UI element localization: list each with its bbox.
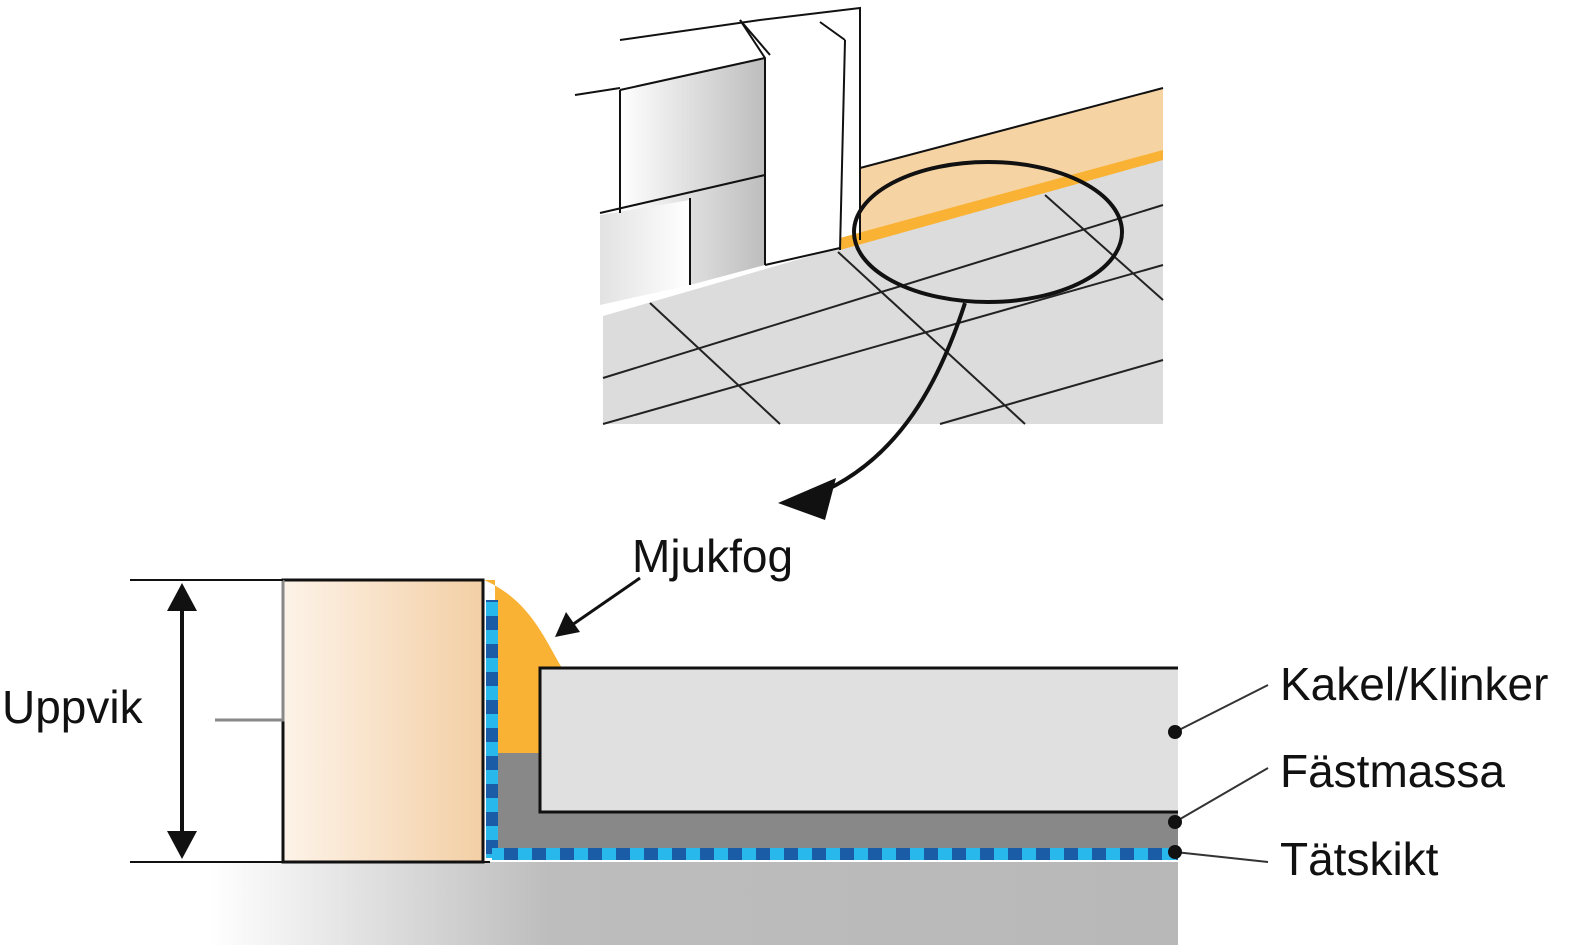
leader-dot-icon — [1168, 815, 1182, 829]
leader-dot-icon — [1168, 725, 1182, 739]
membrane-horizontal — [492, 848, 1178, 860]
membrane-vertical — [486, 600, 498, 858]
wall-column-lower — [600, 200, 690, 305]
floor-tiles — [603, 144, 1163, 424]
label-tile: Kakel/Klinker — [1280, 658, 1548, 710]
wall-sealant-strip — [840, 150, 1163, 250]
right-leaders — [1174, 684, 1269, 863]
label-adhesive: Fästmassa — [1280, 745, 1505, 797]
tile-joints — [602, 194, 1164, 425]
label-soft-joint: Mjukfog — [632, 530, 793, 582]
wall-column-front — [620, 58, 765, 285]
double-headed-arrow-icon — [167, 583, 197, 859]
leader-dot-icon — [1168, 845, 1182, 859]
cross-section-detail: Mjukfog Uppvik Kakel/Klinker Fästmassa T… — [2, 530, 1548, 945]
soft-joint-sealant — [484, 580, 562, 753]
substrate — [210, 862, 1178, 945]
wall-block — [281, 578, 485, 864]
label-upturn: Uppvik — [2, 681, 144, 733]
curved-arrow-icon — [778, 302, 967, 520]
detail-highlight-ellipse — [852, 160, 1124, 304]
tile-layer — [540, 668, 1178, 812]
soft-joint-leader — [555, 576, 641, 637]
isometric-room-corner — [574, 6, 1164, 520]
adhesive-layer — [495, 753, 1178, 848]
label-membrane: Tätskikt — [1280, 833, 1439, 885]
